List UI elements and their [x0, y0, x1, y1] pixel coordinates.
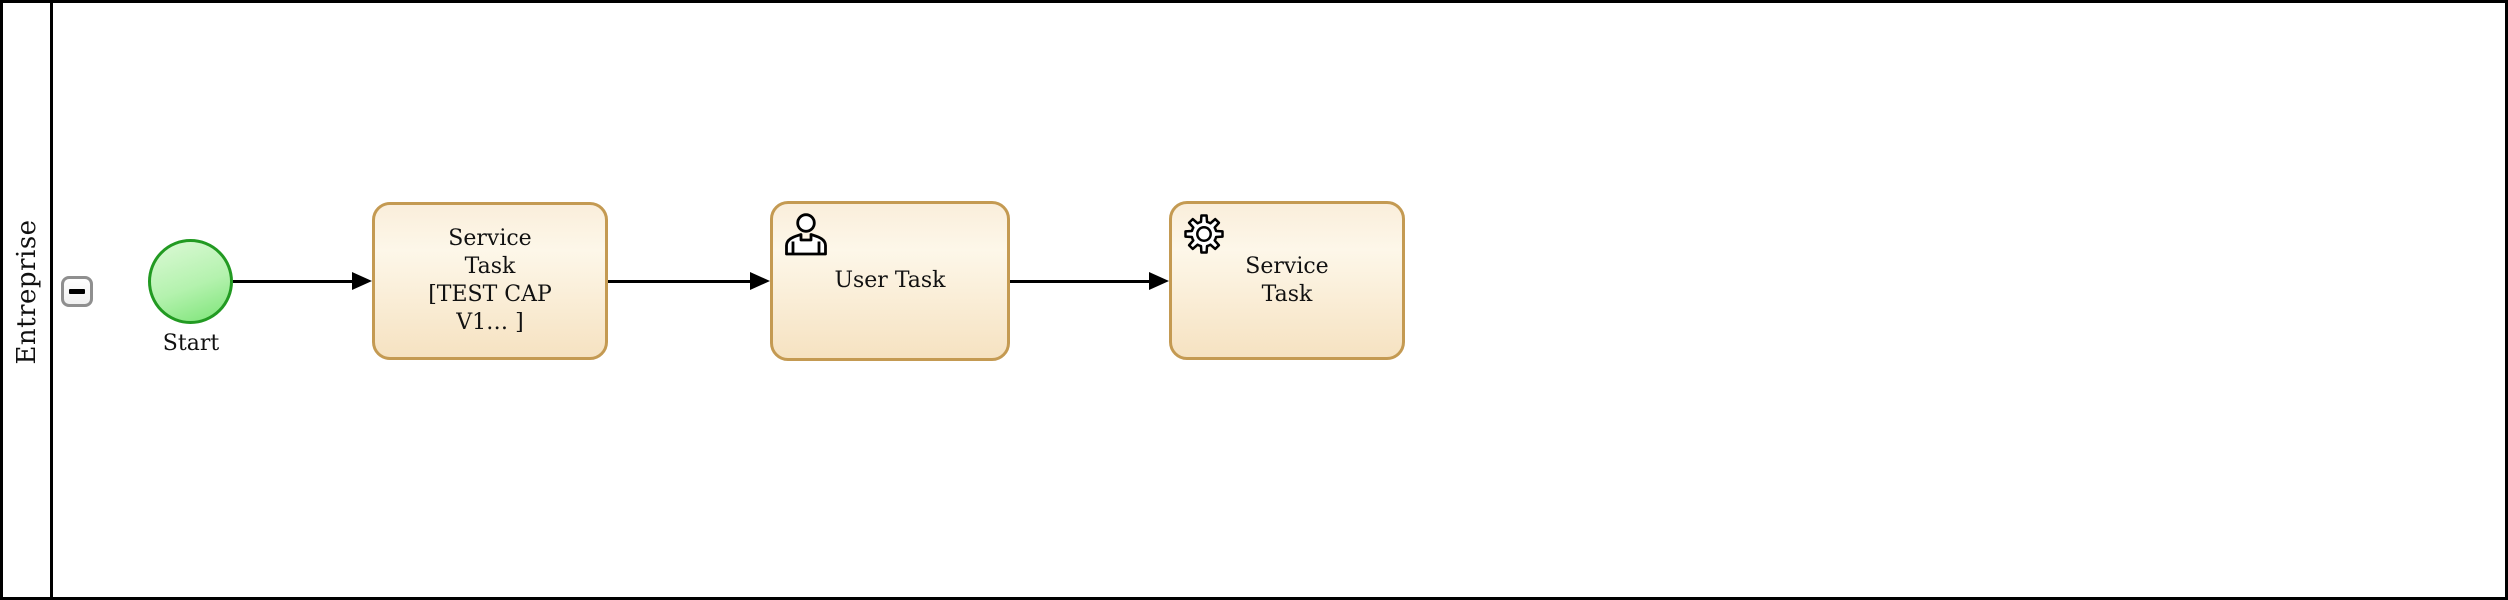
sequence-flow-1[interactable] [233, 280, 353, 283]
task-label: Service Task [1245, 253, 1329, 307]
task-label: User Task [834, 268, 946, 293]
task-service-2[interactable]: Service Task [1169, 201, 1405, 360]
task-user[interactable]: User Task [770, 201, 1010, 361]
arrowhead-icon [750, 272, 770, 290]
gear-icon [1184, 214, 1224, 254]
start-event-label: Start [162, 331, 220, 356]
user-icon [785, 213, 827, 256]
sequence-flow-2[interactable] [608, 280, 751, 283]
lane-collapse-button[interactable] [61, 276, 93, 307]
arrowhead-icon [352, 272, 372, 290]
minus-icon [69, 289, 85, 294]
task-label: Service Task [TEST CAP V1… ] [428, 226, 552, 335]
task-service-1[interactable]: Service Task [TEST CAP V1… ] [372, 202, 608, 360]
start-event[interactable] [148, 239, 233, 324]
arrowhead-icon [1149, 272, 1169, 290]
lane-header-entreprise: Entreprise [3, 3, 53, 597]
lane-label: Entreprise [12, 219, 42, 365]
sequence-flow-3[interactable] [1010, 280, 1150, 283]
